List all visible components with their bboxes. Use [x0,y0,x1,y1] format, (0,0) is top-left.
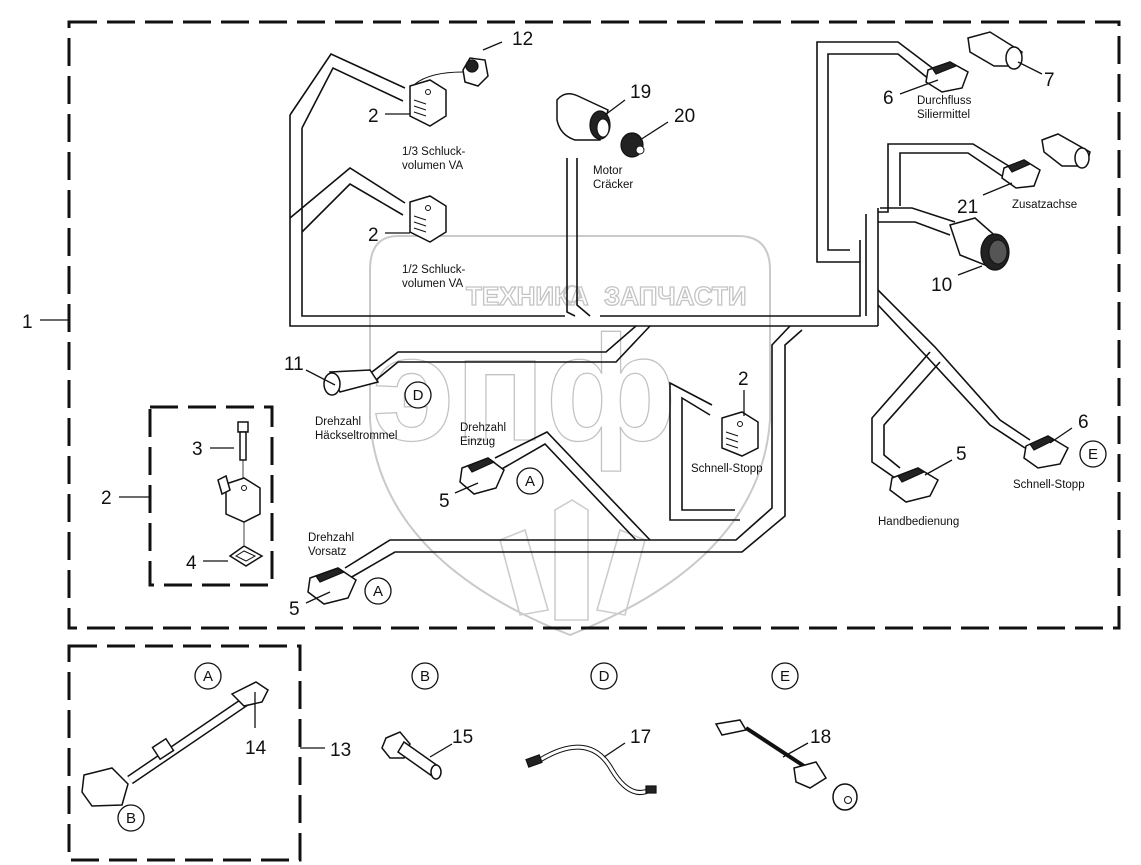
label-durchfluss: Durchfluss [917,95,972,107]
callout-7: 7 [1044,70,1055,91]
ref-letter-d: D [599,668,610,685]
sensor-cable-17 [525,744,657,795]
harness-wires [289,41,1031,579]
label-schluck-12: 1/2 Schluck- [402,264,465,276]
plug-12 [414,57,489,87]
callout-21: 21 [957,197,978,218]
ref-marker-e [771,662,799,690]
ref-marker-d [404,381,432,409]
callout-13: 13 [330,740,351,761]
connector-6-schnellstopp [1023,435,1069,469]
callout-2: 2 [101,488,112,509]
callout-10: 10 [931,275,952,296]
watermark-gear-icon [563,285,581,303]
callout-numbers: 1 2 2 2 2 3 4 5 5 5 6 6 7 10 11 12 13 14… [22,29,1089,761]
solenoid-connector-schnellstopp [721,411,759,457]
callout-11: 11 [284,354,304,375]
leader-lines [40,41,1073,758]
ref-letter-e: E [780,668,790,685]
reference-marker-letters: D A A E A B B D E [126,387,1098,827]
label-motor-cracker: Motor [593,165,623,177]
adapter-frame [67,644,302,862]
watermark: ТЕХНИКА ЗАПЧАСТИ эпф [369,235,771,637]
bolt-3 [237,421,249,480]
callout-4: 4 [186,553,197,574]
callout-5: 5 [289,599,300,620]
label-haeckseltrommel: Drehzahl [315,416,361,428]
ref-marker-e [1079,440,1107,468]
watermark-text-right: ЗАПЧАСТИ [604,281,747,311]
callout-6: 6 [1078,412,1089,433]
ref-marker-d [590,662,618,690]
callout-19: 19 [630,82,651,103]
ref-letter-a: A [373,583,383,600]
label-schnellstopp-right: Schnell-Stopp [1013,479,1085,491]
cap-20 [620,132,645,158]
round-connector-10 [949,217,1010,271]
label-motor-cracker: Cräcker [593,179,633,191]
speed-sensor-11 [323,369,380,396]
ref-marker-a [364,577,392,605]
ref-marker-a [194,662,222,690]
callout-18: 18 [810,727,831,748]
ref-letter-a: A [525,473,535,490]
solenoid-connector-upper [409,79,447,127]
connector-5-einzug [459,457,505,495]
connector-5-vorsatz [307,567,357,605]
callout-14: 14 [245,738,267,759]
label-schluck-13: volumen VA [402,160,463,172]
label-schnellstopp-center: Schnell-Stopp [691,463,763,475]
banjo-bolt-15 [381,731,442,780]
callout-6: 6 [883,88,894,109]
ref-letter-e: E [1088,446,1098,463]
callout-2: 2 [368,225,379,246]
label-haeckseltrommel: Häckseltrommel [315,430,397,442]
label-schluck-12: volumen VA [402,278,463,290]
angle-connector-19 [556,93,611,141]
connector-7 [967,31,1023,70]
callout-20: 20 [674,106,695,127]
ref-letter-b: B [126,810,136,827]
ref-letter-a: A [203,668,213,685]
label-einzug: Drehzahl [460,422,506,434]
callout-5: 5 [439,491,450,512]
switch-cable-18 [714,719,858,811]
callout-1: 1 [22,312,33,333]
ref-marker-a [516,467,544,495]
label-vorsatz: Vorsatz [308,546,347,558]
reference-markers [117,381,1107,832]
label-einzug: Einzug [460,436,495,448]
watermark-text-left: ТЕХНИКА [466,281,589,311]
ref-letter-d: D [413,387,424,404]
ref-marker-b [411,662,439,690]
label-schluck-13: 1/3 Schluck- [402,146,465,158]
adapter-cable-14 [81,681,269,807]
callout-15: 15 [452,727,473,748]
watermark-shield [369,235,771,637]
callout-2: 2 [368,106,379,127]
connector-6-upper [925,61,969,93]
callout-17: 17 [630,727,651,748]
label-durchfluss: Siliermittel [917,109,970,121]
label-handbedienung: Handbedienung [878,516,959,528]
label-zusatzachse: Zusatzachse [1012,199,1077,211]
callout-3: 3 [192,439,203,460]
ref-letter-b: B [420,668,430,685]
harness-assembly-frame [67,20,1121,630]
ref-marker-b [117,804,145,832]
connector-kit-frame [148,405,274,587]
solenoid-connector-lower [409,195,447,243]
connector-5-handbedienung [889,467,939,503]
watermark-wheat-icon [499,499,646,621]
callout-2: 2 [738,369,749,390]
gasket-4 [228,545,264,567]
callout-5: 5 [956,444,967,465]
part-labels: 1/3 Schluck- volumen VA 1/2 Schluck- vol… [308,95,1085,558]
callout-12: 12 [512,29,533,50]
label-vorsatz: Drehzahl [308,532,354,544]
connector-21 [1001,133,1091,189]
solenoid-connector-kit [217,474,261,545]
